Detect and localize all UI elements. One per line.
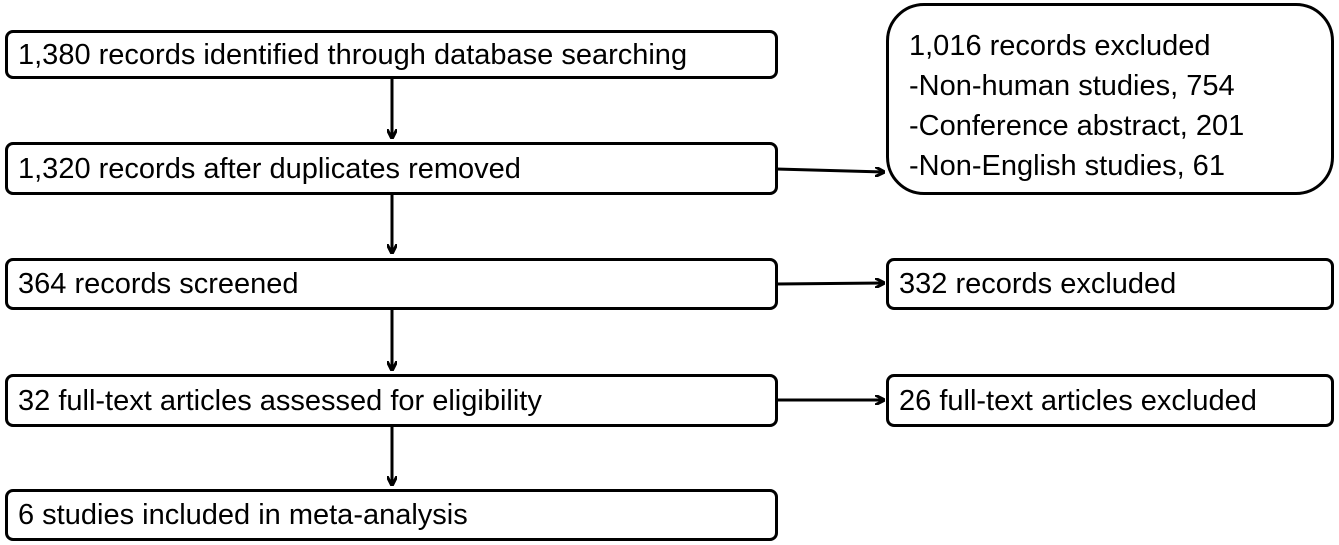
step-included: 6 studies included in meta-analysis	[5, 489, 778, 541]
excluded-conference: -Conference abstract, 201	[909, 110, 1245, 142]
arrow-to-excluded-initial	[775, 169, 884, 172]
excluded-nonenglish: -Non-English studies, 61	[909, 150, 1225, 182]
arrow-to-excluded-screening	[775, 283, 884, 284]
step-screened-text: 364 records screened	[18, 268, 299, 300]
step-identified: 1,380 records identified through databas…	[5, 30, 778, 79]
excluded-initial-box: 1,016 records excluded -Non-human studie…	[886, 3, 1334, 195]
step-deduplicated-text: 1,320 records after duplicates removed	[18, 152, 521, 185]
step-screened: 364 records screened	[5, 258, 778, 310]
excluded-fulltext-box: 26 full-text articles excluded	[886, 374, 1334, 427]
excluded-screening-box: 332 records excluded	[886, 258, 1334, 310]
excluded-screening-text: 332 records excluded	[899, 268, 1177, 300]
excluded-fulltext-text: 26 full-text articles excluded	[899, 384, 1257, 417]
step-fulltext: 32 full-text articles assessed for eligi…	[5, 374, 778, 427]
step-fulltext-text: 32 full-text articles assessed for eligi…	[18, 384, 542, 417]
excluded-nonhuman: -Non-human studies, 754	[909, 70, 1235, 102]
step-identified-text: 1,380 records identified through databas…	[18, 38, 688, 71]
excluded-initial-total: 1,016 records excluded	[909, 30, 1211, 62]
step-included-text: 6 studies included in meta-analysis	[18, 499, 468, 531]
step-deduplicated: 1,320 records after duplicates removed	[5, 142, 778, 195]
